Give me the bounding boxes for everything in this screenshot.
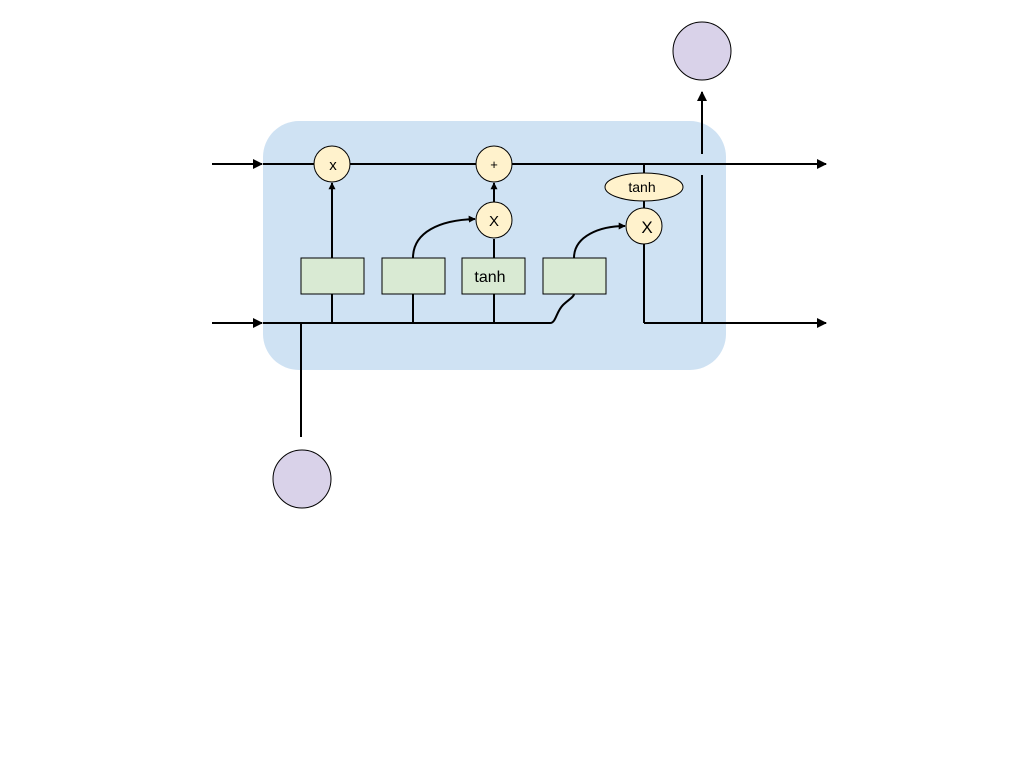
cell-add-symbol: + xyxy=(490,157,498,172)
hidden-state-bus xyxy=(263,293,575,324)
input-gate-box xyxy=(381,257,446,295)
input-gate-curve-arrow xyxy=(412,215,476,259)
candidate-tanh-label: tanh xyxy=(474,269,505,286)
input-node xyxy=(272,449,332,509)
output-gate-curve-arrow xyxy=(573,222,626,259)
output-multiply-node xyxy=(625,207,663,245)
cell-add-node xyxy=(475,145,513,183)
forget-multiply-symbol: x xyxy=(329,157,337,174)
output-multiply-symbol: X xyxy=(641,218,652,237)
input-multiply-symbol: X xyxy=(489,213,499,230)
output-node xyxy=(672,21,732,81)
output-tanh-node xyxy=(604,172,684,202)
candidate-tanh-box xyxy=(461,257,526,295)
output-gate-box xyxy=(542,257,607,295)
forget-gate-box xyxy=(300,257,365,295)
input-multiply-node xyxy=(475,201,513,239)
forget-multiply-node xyxy=(313,145,351,183)
output-tanh-label: tanh xyxy=(628,179,655,195)
